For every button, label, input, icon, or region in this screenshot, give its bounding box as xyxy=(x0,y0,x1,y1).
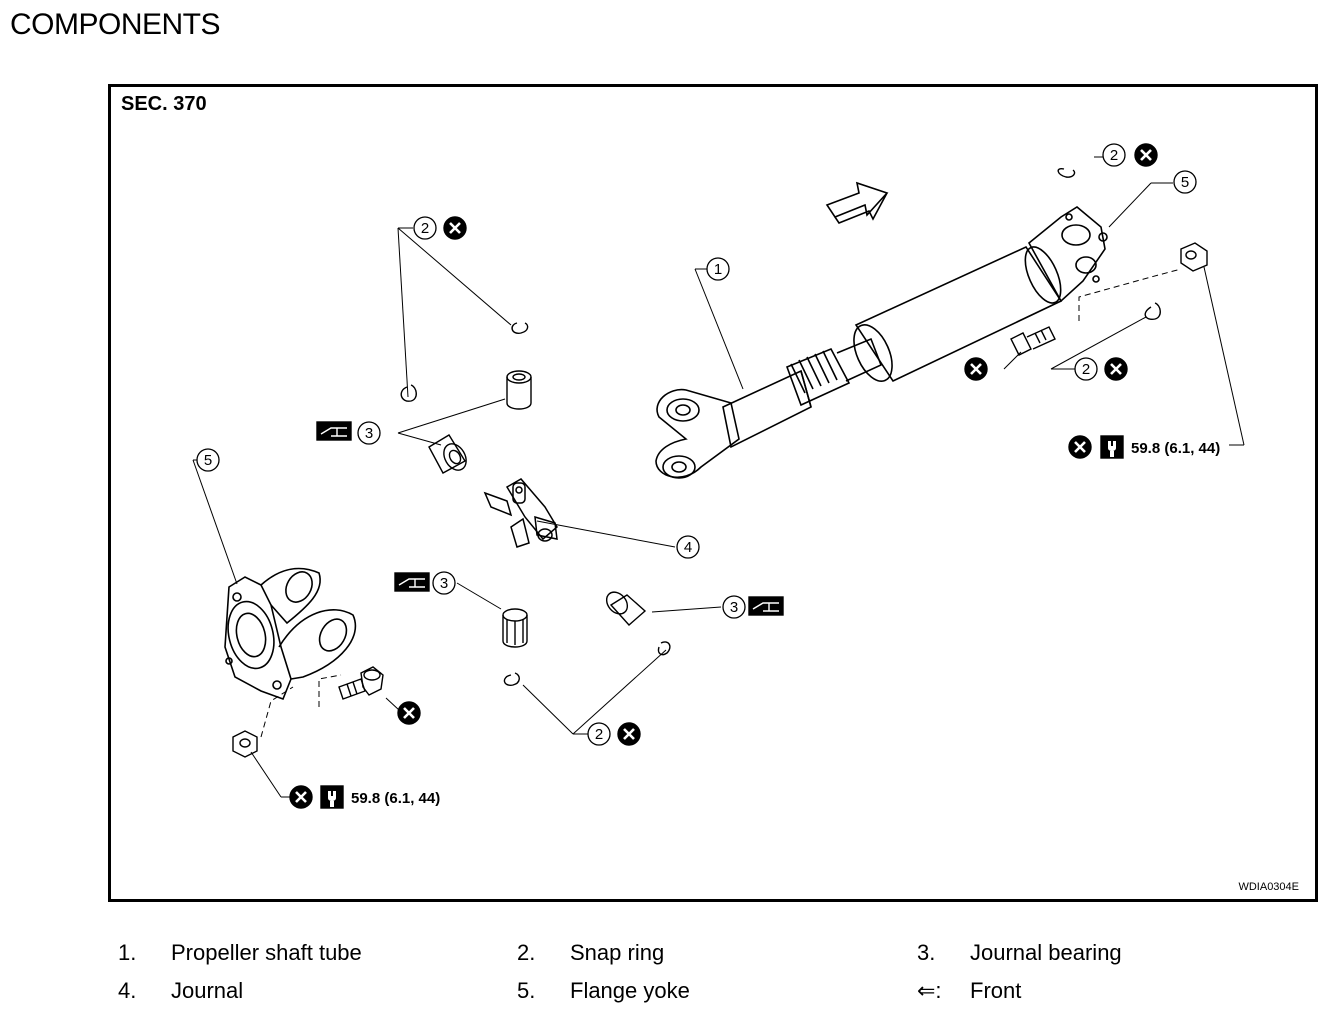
legend-number: ⇐: xyxy=(917,978,942,1003)
torque-wrench-icon xyxy=(1100,435,1124,459)
bolt-left xyxy=(338,666,384,700)
callout-bearing-2: 3 xyxy=(440,575,448,592)
snap-ring-right xyxy=(1144,302,1161,321)
torque-wrench-icons xyxy=(320,435,1124,809)
torque-value-right: 59.8 (6.1, 44) xyxy=(1131,440,1220,457)
legend-number: 1. xyxy=(118,940,137,965)
replace-icons xyxy=(289,143,1158,809)
bearing-lower-right xyxy=(605,591,647,626)
torque-value-left: 59.8 (6.1, 44) xyxy=(351,790,440,807)
legend-number: 3. xyxy=(917,940,936,965)
callout-snap-ring-4: 2 xyxy=(1082,361,1090,378)
callout-bearing-3: 3 xyxy=(730,599,738,616)
callout-shaft-tube: 1 xyxy=(714,261,722,278)
callout-bearing-1: 3 xyxy=(365,425,373,442)
section-label: SEC. 370 xyxy=(121,93,207,115)
legend-number: 2. xyxy=(517,940,536,965)
snap-ring-lower-right xyxy=(657,641,671,656)
bearing-left xyxy=(428,434,467,474)
callout-snap-ring-3: 2 xyxy=(1110,147,1118,164)
replace-icon xyxy=(617,722,641,746)
legend-label: Journal bearing xyxy=(970,940,1122,965)
callout-flange-yoke-1: 5 xyxy=(204,452,212,469)
torque-wrench-icon xyxy=(320,785,344,809)
legend-label: Journal xyxy=(171,978,244,1003)
replace-icon xyxy=(1134,143,1158,167)
snap-ring-top-right xyxy=(1057,167,1076,178)
legend-number: 4. xyxy=(118,978,137,1003)
snap-ring-lower-left xyxy=(503,672,520,686)
journal-cross xyxy=(483,478,558,548)
nut-left xyxy=(232,730,258,758)
bearing-top xyxy=(506,370,532,410)
propeller-shaft-tube xyxy=(655,206,1108,479)
legend-label: Snap ring xyxy=(570,940,665,965)
replace-icon xyxy=(1068,435,1092,459)
snap-ring-left-upper xyxy=(511,322,529,334)
callout-snap-ring-1: 2 xyxy=(421,220,429,237)
leader-lines xyxy=(192,156,1245,798)
page-heading: COMPONENTS xyxy=(10,8,221,41)
callout-journal: 4 xyxy=(684,539,692,556)
replace-icon xyxy=(443,216,467,240)
bearing-lower-middle xyxy=(502,608,528,648)
replace-icon xyxy=(1104,357,1128,381)
figure-code: WDIA0304E xyxy=(1238,881,1299,893)
callout-flange-yoke-2: 5 xyxy=(1181,174,1189,191)
snap-ring-left-lower xyxy=(400,384,417,402)
grease-icon xyxy=(316,421,352,441)
flange-yoke-left xyxy=(224,567,357,701)
front-direction-arrow xyxy=(825,181,889,224)
grease-icon xyxy=(394,572,430,592)
replace-icon xyxy=(289,785,313,809)
grease-icons xyxy=(316,421,784,616)
bolt-right xyxy=(1010,326,1056,356)
exploded-diagram: 2 3 5 4 3 3 2 1 2 5 xyxy=(108,84,1318,902)
grease-icon xyxy=(748,596,784,616)
legend-label: Propeller shaft tube xyxy=(171,940,362,965)
legend-label: Flange yoke xyxy=(570,978,690,1003)
legend-number: 5. xyxy=(517,978,536,1003)
legend-label: Front xyxy=(970,978,1022,1003)
replace-icon xyxy=(397,701,421,725)
callouts: 2 3 5 4 3 3 2 1 2 5 xyxy=(196,143,1197,746)
replace-icon xyxy=(964,357,988,381)
callout-snap-ring-2: 2 xyxy=(595,726,603,743)
nut-right xyxy=(1180,242,1208,272)
